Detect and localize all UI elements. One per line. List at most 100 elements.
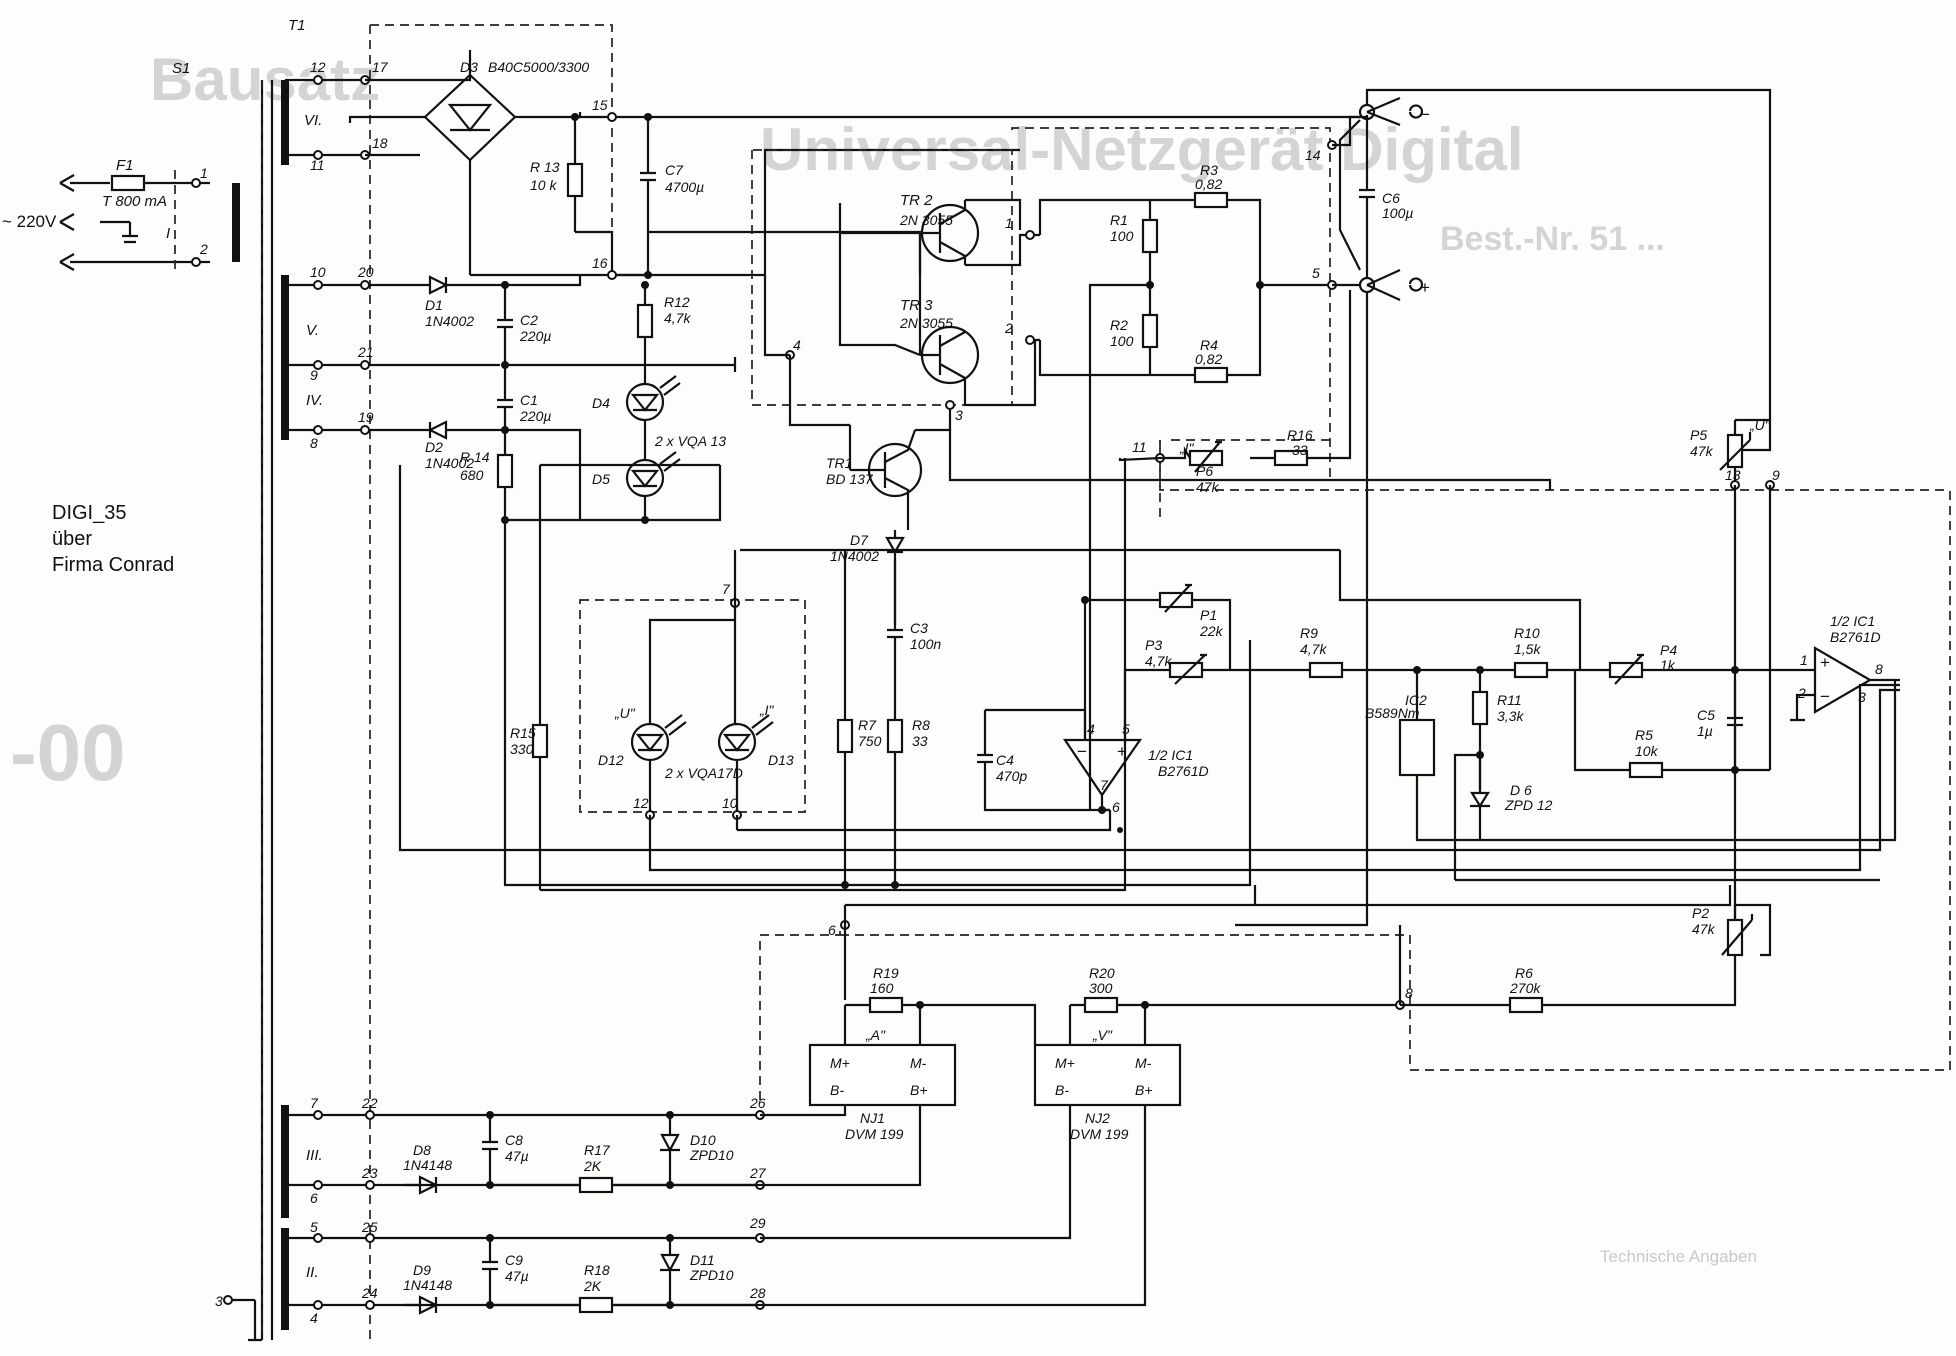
resistor-r18 [578,1296,614,1314]
p5-name: P5 [1690,427,1707,443]
resistor-r13 [566,162,584,198]
resistor-r9 [1308,661,1344,679]
r15-value: 330 [510,741,534,757]
r2-name: R2 [1110,317,1128,333]
node-29: 29 [749,1215,766,1231]
c5-name: C5 [1697,707,1715,723]
r20-name: R20 [1089,965,1115,981]
winding-iv: IV. [306,392,323,409]
r8-name: R8 [912,717,930,733]
node-4: 4 [793,337,801,353]
ic1b-value: B2761D [1830,629,1881,645]
node-23: 23 [361,1165,378,1181]
node-18: 18 [372,135,388,151]
r9-name: R9 [1300,625,1318,641]
nj1-value: DVM 199 [845,1126,904,1142]
ic1a-pin6: 6 [1112,799,1120,815]
resistor-r5 [1628,761,1664,779]
mains-pin-1: 1 [200,165,208,181]
c6-name: C6 [1382,190,1400,206]
c8-value: 47µ [505,1148,529,1164]
switch-name: S1 [172,60,190,77]
pcb-outline-left [369,24,613,1340]
nj1-bplus: B+ [910,1082,928,1098]
ic1a-plus: + [1117,742,1127,761]
nj2-bplus: B+ [1135,1082,1153,1098]
meter-nj1-ammeter [808,1043,957,1107]
r16-value: 33 [1292,442,1308,458]
r2-value: 100 [1110,333,1134,349]
d11-value: ZPD10 [689,1267,734,1283]
power-stage: TR 2 2N 3055 TR 3 2N 3055 1 2 3 4 R1 100… [751,127,1337,520]
background-tech: Technische Angaben [1600,1247,1757,1266]
r4-name: R4 [1200,337,1218,353]
r11-value: 3,3k [1497,708,1524,724]
output-minus: − [1420,105,1430,124]
resistor-r6 [1508,996,1544,1014]
d4-name: D4 [592,395,610,411]
opamp-ic1b [1813,646,1873,714]
r12-value: 4,7k [664,310,691,326]
d7-value: 1N4002 [830,548,879,564]
node-27: 27 [749,1165,767,1181]
ic2-reference [1398,718,1436,777]
ic1a-pin7: 7 [1100,777,1109,793]
d7-name: D7 [850,532,869,548]
ic1b-pin1: 1 [1800,652,1808,668]
resistor-r1 [1141,218,1159,254]
d8-value: 1N4148 [403,1157,452,1173]
node-6: 6 [828,922,836,938]
nj1-mminus: M- [910,1055,927,1071]
meter-outline [759,925,1410,1100]
p3-value: 4,7k [1145,653,1172,669]
resistor-r19 [868,996,904,1014]
source-note: DIGI_35 über Firma Conrad [52,500,174,578]
r10-name: R10 [1514,625,1540,641]
nj1-mplus: M+ [830,1055,850,1071]
p2-value: 47k [1692,921,1716,937]
current-limit: 11 „I" P6 47k R16 33 [1088,290,1950,810]
potentiometer-p3 [1168,661,1204,679]
r15-name: R15 [510,725,536,741]
meter-supplies: 7 6 22 23 26 27 D8 1N4148 C8 47µ R17 2K … [285,1095,1147,1326]
node-2: 2 [1004,320,1013,336]
potentiometer-p2 [1726,918,1744,957]
resistor-r7 [836,718,854,754]
r7-value: 750 [858,733,882,749]
ic1b-pin8: 8 [1875,661,1883,677]
r6-name: R6 [1515,965,1533,981]
p2-name: P2 [1692,905,1709,921]
c4-name: C4 [996,752,1014,768]
background-display: -00 [10,708,126,797]
d4-d5-type: 2 x VQA 13 [654,433,726,449]
d3-value: B40C5000/3300 [488,59,589,75]
r3-name: R3 [1200,162,1218,178]
r19-value: 160 [870,980,894,996]
r11-name: R11 [1497,692,1522,708]
resistor-r20 [1083,996,1119,1014]
d10-name: D10 [690,1132,716,1148]
d6-value: ZPD 12 [1504,797,1553,813]
switch-symbol: I [166,225,170,242]
sense-outline [1011,127,1331,520]
meter-nj2-voltmeter [1033,1043,1182,1107]
mains-pin-2: 2 [199,241,208,257]
transformer-t1: T1 VI. V. IV. III. II. [260,17,323,1340]
tr3-value: 2N 3055 [899,315,953,331]
resistor-r3 [1193,191,1229,209]
ic2-value: B589Nm [1365,705,1420,721]
r6-value: 270k [1509,980,1541,996]
c1-name: C1 [520,392,538,408]
winding-vi: VI. [304,112,322,129]
r14-name: R 14 [460,449,490,465]
c7-value: 4700µ [665,179,704,195]
r9-value: 4,7k [1300,641,1327,657]
ic1b-name: 1/2 IC1 [1830,613,1875,629]
ic1a-name: 1/2 IC1 [1148,747,1193,763]
r18-value: 2K [583,1278,602,1294]
r4-value: 0,82 [1195,351,1222,367]
node-1: 1 [1005,215,1013,231]
mains-input: F1 T 800 mA ~ 220V S1 I 1 2 3 [2,60,262,1342]
